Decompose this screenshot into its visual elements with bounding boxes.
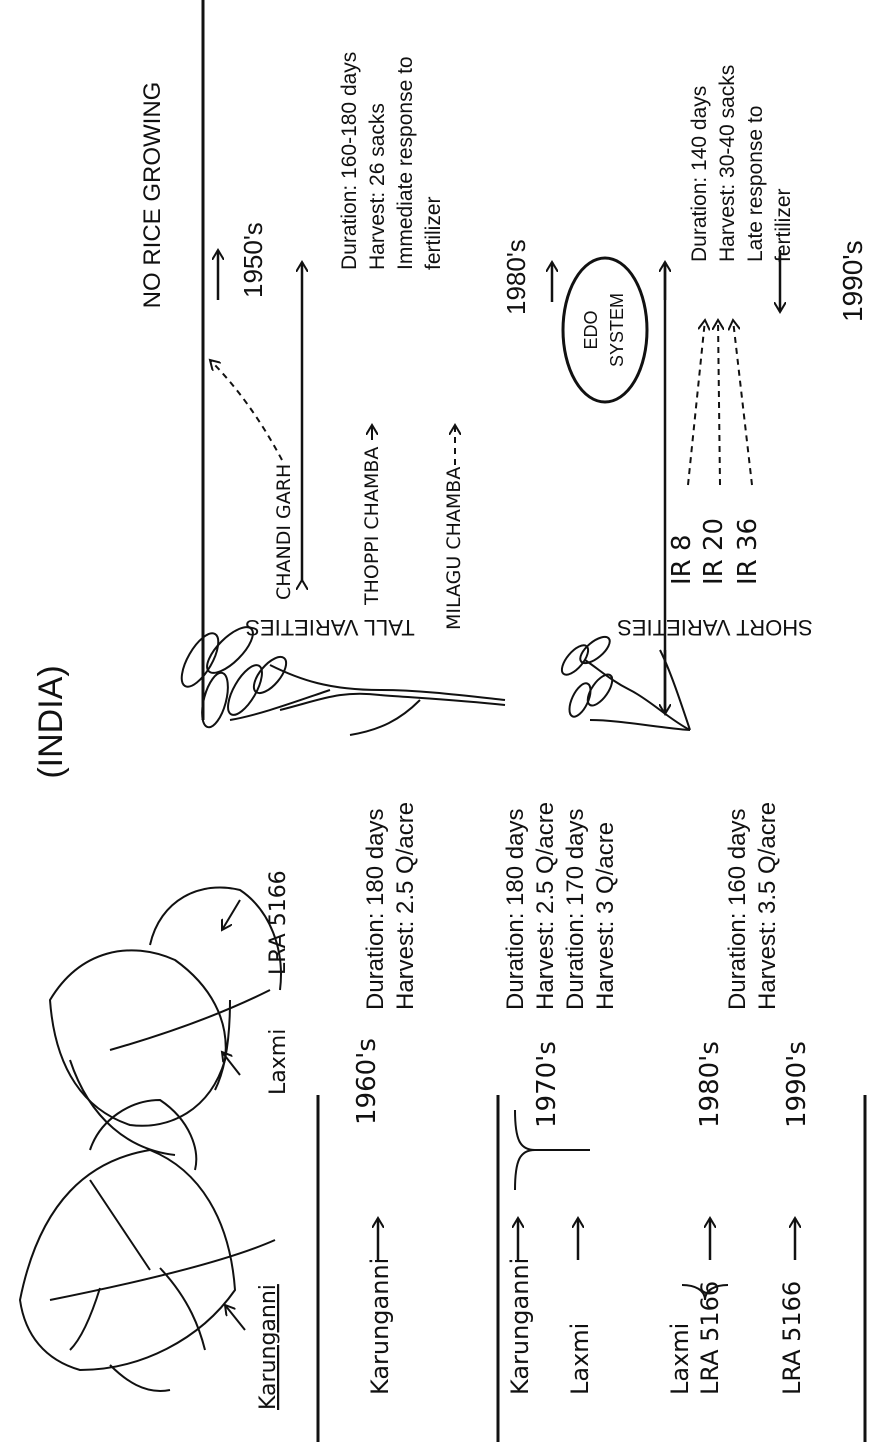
variety-laxmi-1: Laxmi: [566, 1323, 594, 1395]
svg-text:Late response to: Late response to: [744, 106, 767, 262]
rice-section: NO RICE GROWING 1950's Duration: 160-180…: [139, 0, 868, 735]
laxmi-leaf-label: Laxmi: [266, 1029, 291, 1095]
cotton-section: Karunganni Laxmi LRA 5166 1960's 1970's …: [20, 802, 865, 1442]
svg-text:Harvest: 30-40 sacks: Harvest: 30-40 sacks: [716, 65, 739, 262]
svg-text:Immediate response to: Immediate response to: [394, 56, 417, 270]
decade-1980-cotton: 1980's: [695, 1041, 725, 1128]
no-rice-label: NO RICE GROWING: [139, 82, 166, 309]
svg-text:Harvest: 2.5 Q/acre: Harvest: 2.5 Q/acre: [392, 802, 419, 1010]
svg-text:fertilizer: fertilizer: [772, 188, 795, 262]
tall-varieties-label: TALL VARIETIES: [245, 615, 415, 640]
svg-text:Duration: 160-180 days: Duration: 160-180 days: [338, 52, 361, 270]
edo-system-oval: [563, 258, 647, 402]
short-rice-plant-illustration: [557, 632, 690, 730]
decade-1970: 1970's: [532, 1041, 562, 1128]
variety-karunganni-1: Karunganni: [366, 1258, 394, 1395]
svg-text:Duration: 160 days: Duration: 160 days: [724, 809, 751, 1010]
stats-1960: Duration: 180 days Harvest: 2.5 Q/acre: [362, 802, 419, 1010]
decade-1990-cotton: 1990's: [782, 1041, 812, 1128]
stats-1970: Duration: 180 days Harvest: 2.5 Q/acre D…: [502, 802, 619, 1010]
variety-laxmi-2: Laxmi: [666, 1323, 694, 1395]
page-title: (INDIA): [32, 665, 70, 778]
variety-ir8: IR 8: [667, 534, 697, 585]
edo-system-label: SYSTEM: [607, 293, 627, 367]
variety-milaguchamba: MILAGU CHAMBA: [443, 467, 465, 630]
svg-text:Harvest: 3.5 Q/acre: Harvest: 3.5 Q/acre: [754, 802, 781, 1010]
svg-text:Duration: 180 days: Duration: 180 days: [502, 809, 529, 1010]
laxmi-lra-leaf-illustration: [50, 887, 281, 1155]
decade-1950: 1950's: [238, 222, 268, 298]
variety-thoppichamba: THOPPI CHAMBA: [361, 447, 383, 606]
stats-1990: Duration: 160 days Harvest: 3.5 Q/acre: [724, 802, 781, 1010]
edo-label: EDO: [581, 310, 601, 349]
svg-text:Duration: 170 days: Duration: 170 days: [562, 809, 589, 1010]
decade-1980: 1980's: [501, 239, 531, 315]
decade-1990: 1990's: [837, 240, 868, 322]
svg-text:Harvest: 26 sacks: Harvest: 26 sacks: [366, 103, 389, 270]
svg-text:Duration: 180 days: Duration: 180 days: [362, 809, 389, 1010]
short-varieties-label: SHORT VARIETIES: [617, 615, 813, 640]
karunganni-leaf-illustration: [20, 1100, 275, 1391]
decade-1960: 1960's: [352, 1038, 382, 1125]
lra-leaf-label: LRA 5166: [266, 870, 291, 975]
svg-text:Harvest: 2.5 Q/acre: Harvest: 2.5 Q/acre: [532, 802, 559, 1010]
variety-ir20: IR 20: [699, 518, 729, 585]
karunganni-leaf-label: Karunganni: [256, 1284, 281, 1410]
period-1950-1980-stats: Duration: 160-180 days Harvest: 26 sacks…: [338, 52, 445, 270]
svg-text:Duration: 140 days: Duration: 140 days: [688, 86, 711, 262]
variety-lra-1: LRA 5166: [696, 1281, 724, 1395]
variety-karunganni-2: Karunganni: [506, 1258, 534, 1395]
variety-lra-2: LRA 5166: [778, 1281, 806, 1395]
svg-text:fertilizer: fertilizer: [422, 196, 445, 270]
period-1980-1990-stats: Duration: 140 days Harvest: 30-40 sacks …: [688, 65, 795, 262]
svg-text:Harvest: 3 Q/acre: Harvest: 3 Q/acre: [592, 822, 619, 1010]
variety-ir36: IR 36: [733, 518, 763, 585]
variety-chandigarh: CHANDI GARH: [273, 464, 295, 600]
